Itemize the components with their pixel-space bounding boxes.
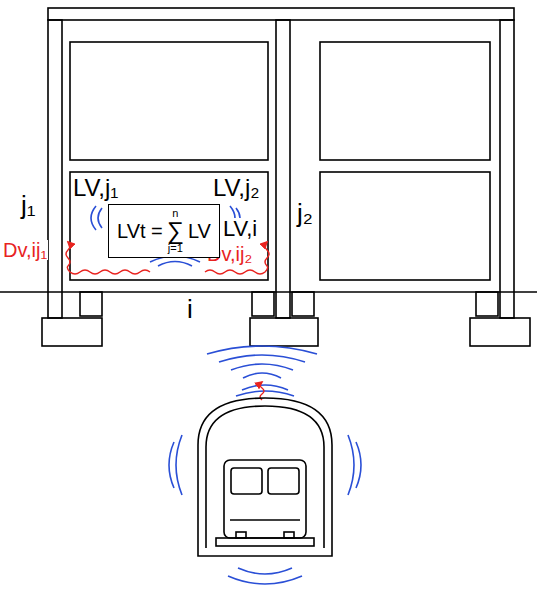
transmission-paths [66, 242, 269, 400]
wave [242, 385, 288, 390]
wave [169, 442, 174, 488]
wave [219, 355, 305, 362]
column-label: j₁ [20, 192, 37, 218]
wheel [284, 532, 294, 538]
track-bed [216, 538, 314, 546]
wheel [236, 532, 246, 538]
grade-beam [80, 292, 102, 316]
formula-text: LVt = [117, 221, 163, 241]
room [70, 42, 268, 160]
formula-text: ∑ [167, 219, 184, 243]
wave [243, 373, 281, 378]
vibration-level: LV,i [222, 218, 258, 240]
wave [238, 568, 292, 574]
room [320, 42, 490, 160]
column [48, 20, 62, 318]
wave [236, 391, 294, 396]
wave [91, 206, 96, 230]
formula-part: LVt = [117, 221, 163, 241]
grade-beam [476, 292, 498, 316]
vibration-level: LV,j₁ [72, 176, 119, 200]
room [70, 172, 268, 280]
tunnel-outline [198, 398, 332, 556]
wave [98, 208, 102, 228]
column [276, 20, 290, 318]
vibration-waves [91, 206, 361, 584]
tunnel [198, 398, 332, 556]
wave [231, 364, 293, 370]
formula-text: j=1 [168, 243, 183, 254]
grade-beam [292, 292, 314, 316]
room [320, 172, 490, 280]
wave [356, 442, 361, 488]
wave [348, 435, 354, 495]
footing [470, 318, 530, 346]
footing [42, 318, 102, 346]
wave [158, 262, 192, 267]
attenuation-label: Dv,ij₁ [2, 240, 48, 260]
formula-text: LV [188, 221, 211, 241]
wave [207, 346, 317, 354]
roof-slab [48, 8, 514, 20]
footing [250, 318, 318, 346]
wave [228, 576, 302, 584]
formula-part: n∑j=1 [167, 208, 184, 254]
column-label: j₂ [296, 200, 314, 226]
grade-beam [252, 292, 274, 316]
tunnel-lining [206, 406, 324, 548]
formula-text: n [172, 208, 178, 219]
train-window [231, 468, 262, 494]
train-bumper [230, 519, 300, 521]
column [500, 20, 514, 318]
slab-label: i [186, 296, 194, 322]
formula-part: LV [188, 221, 211, 241]
building-frame [0, 8, 537, 346]
vibration-level: LV,j₂ [212, 176, 261, 200]
train-window [268, 468, 299, 494]
wave [176, 435, 182, 495]
formula-box: LVt =n∑j=1LV [108, 204, 220, 258]
train-body [224, 460, 306, 538]
